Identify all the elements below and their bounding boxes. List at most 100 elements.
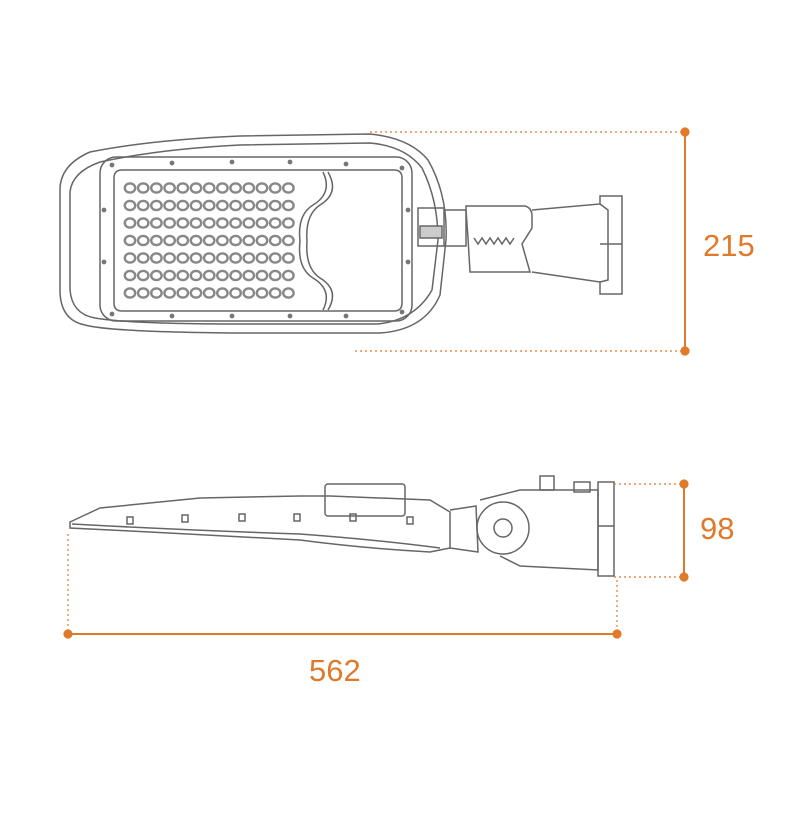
side-bolt xyxy=(293,513,301,522)
led xyxy=(149,199,163,212)
led xyxy=(202,252,216,264)
led xyxy=(268,287,282,299)
bolt-head-1 xyxy=(539,475,555,491)
height-endpoint-top xyxy=(680,127,690,137)
led xyxy=(136,217,150,229)
led xyxy=(215,287,229,299)
pivot-nut xyxy=(493,518,513,538)
side-pole-adapter xyxy=(597,481,615,577)
led xyxy=(202,182,216,194)
screw-hole xyxy=(169,160,175,166)
led xyxy=(123,199,137,212)
led xyxy=(215,269,229,282)
bracket-clamp xyxy=(465,205,533,273)
led xyxy=(189,234,203,247)
led xyxy=(281,199,295,212)
led xyxy=(149,234,163,247)
depth-endpoint-bottom xyxy=(679,572,689,582)
led xyxy=(149,217,163,229)
led xyxy=(189,182,203,194)
led xyxy=(215,182,229,194)
led xyxy=(268,182,282,194)
led xyxy=(215,252,229,264)
screw-hole xyxy=(399,309,405,315)
pole-adapter-inner xyxy=(599,203,609,283)
led xyxy=(136,269,150,282)
led xyxy=(202,234,216,247)
screw-hole xyxy=(169,313,175,319)
led xyxy=(163,217,177,229)
side-lens xyxy=(71,523,441,549)
led xyxy=(149,252,163,264)
led xyxy=(255,287,269,299)
led xyxy=(229,199,243,212)
height-dimension-label: 215 xyxy=(703,228,755,263)
led xyxy=(163,269,177,282)
side-neck xyxy=(449,505,479,553)
led xyxy=(123,182,137,194)
neck-window xyxy=(419,225,443,239)
lens-frame xyxy=(99,156,413,322)
screw-hole xyxy=(287,159,293,165)
led xyxy=(202,217,216,229)
led xyxy=(281,287,295,299)
led xyxy=(229,234,243,247)
led xyxy=(136,199,150,212)
led xyxy=(215,199,229,212)
screw-hole xyxy=(287,313,293,319)
led xyxy=(136,287,150,299)
led xyxy=(242,199,256,212)
pivot-outer xyxy=(476,501,530,555)
led xyxy=(123,234,137,247)
led-panel xyxy=(113,169,403,312)
led xyxy=(255,234,269,247)
driver-box xyxy=(324,483,406,517)
side-bolt xyxy=(406,516,414,525)
led xyxy=(123,252,137,264)
led xyxy=(255,182,269,194)
side-bolt xyxy=(238,513,246,522)
led xyxy=(242,287,256,299)
screw-hole xyxy=(101,259,107,265)
side-body xyxy=(69,495,451,553)
led xyxy=(163,199,177,212)
led xyxy=(163,287,177,299)
led xyxy=(163,234,177,247)
led xyxy=(255,217,269,229)
led xyxy=(281,234,295,247)
led xyxy=(229,217,243,229)
led xyxy=(242,252,256,264)
bracket-teeth xyxy=(473,236,515,246)
screw-hole xyxy=(229,159,235,165)
led xyxy=(229,182,243,194)
driver-cover xyxy=(298,171,328,311)
led xyxy=(242,182,256,194)
led xyxy=(281,269,295,282)
led xyxy=(215,234,229,247)
side-view xyxy=(69,475,615,577)
screw-hole xyxy=(109,311,115,317)
led xyxy=(136,182,150,194)
led xyxy=(268,217,282,229)
led xyxy=(229,269,243,282)
led xyxy=(281,217,295,229)
led xyxy=(215,217,229,229)
led xyxy=(189,199,203,212)
led xyxy=(242,269,256,282)
screw-hole xyxy=(405,259,411,265)
led xyxy=(176,199,190,212)
side-bolts xyxy=(126,513,414,525)
led xyxy=(149,182,163,194)
housing-outer xyxy=(59,133,447,334)
screw-hole xyxy=(109,162,115,168)
led xyxy=(268,269,282,282)
led xyxy=(123,217,137,229)
side-bolt xyxy=(181,514,189,523)
led xyxy=(176,252,190,264)
side-bolt xyxy=(126,516,134,525)
led xyxy=(163,182,177,194)
screw-holes xyxy=(101,159,411,319)
led xyxy=(176,269,190,282)
led xyxy=(189,217,203,229)
screw-hole xyxy=(229,313,235,319)
